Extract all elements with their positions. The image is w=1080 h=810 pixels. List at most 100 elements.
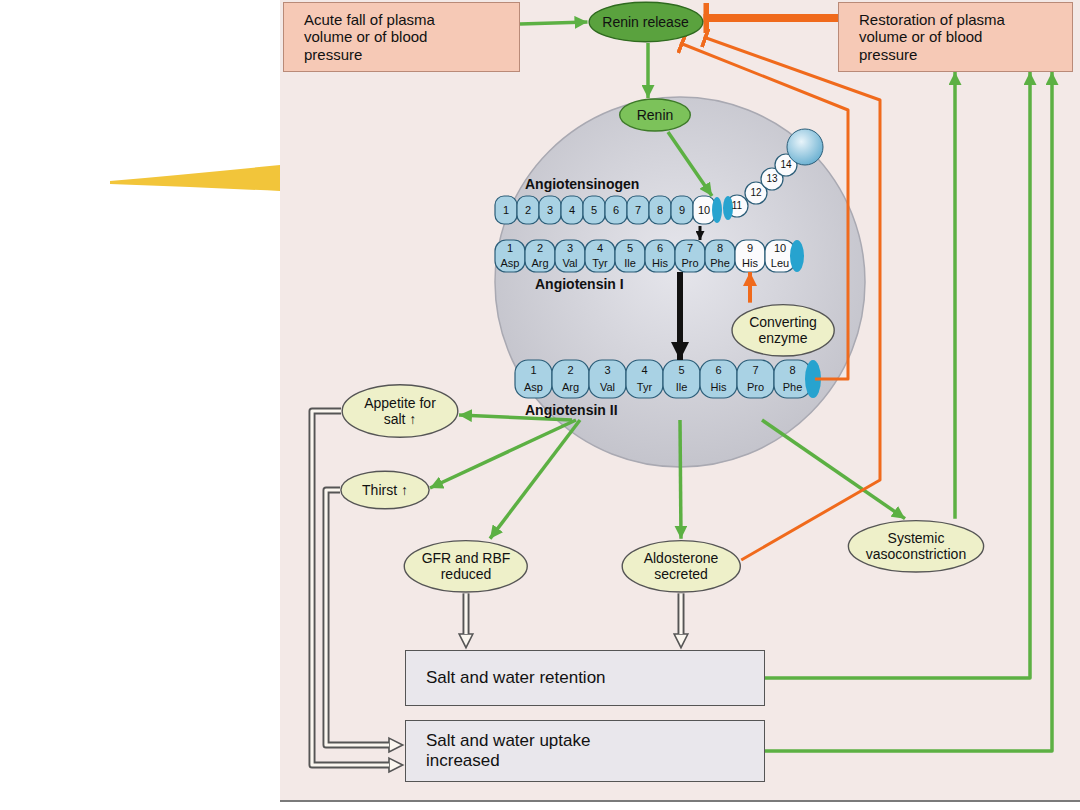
ellipse-shape — [342, 385, 458, 438]
text-holder: Thirst ↑ — [340, 470, 430, 510]
amino-acid-bead — [561, 196, 583, 224]
ellipse-shape — [622, 540, 740, 591]
page-rule — [280, 800, 1080, 802]
molecule-name: Angiotensinogen — [525, 176, 639, 192]
connector — [490, 420, 580, 539]
effect-ellipse: Systemic vasoconstriction — [847, 519, 985, 574]
ellipse-shape — [341, 471, 429, 509]
connector — [463, 593, 470, 634]
residue-number: 1 — [495, 241, 525, 255]
residue-number: 5 — [582, 203, 606, 217]
residue-number: 7 — [626, 203, 650, 217]
connector — [953, 72, 957, 519]
residue-number: 7 — [675, 241, 705, 255]
residue-number: 3 — [555, 241, 585, 255]
text-holder: Renin release — [588, 1, 704, 43]
connector-group — [703, 37, 880, 560]
residue-name: Asp — [495, 256, 525, 270]
node-text: Salt and water retention — [426, 668, 606, 688]
amino-acid-bead — [663, 360, 700, 398]
text-holder: Appetite for salt ↑ — [341, 383, 459, 439]
residue-number: 6 — [645, 241, 675, 255]
residue-number: 13 — [760, 172, 784, 186]
connector — [748, 272, 752, 303]
residue-name: Val — [555, 256, 585, 270]
residue-name: Asp — [515, 380, 552, 394]
connector — [680, 43, 848, 379]
connector-group — [312, 411, 389, 765]
ellipse-shape — [620, 99, 691, 131]
residue-number: 4 — [560, 203, 584, 217]
residue-name: His — [700, 380, 737, 394]
residue-name: Tyr — [626, 380, 663, 394]
node-text: Thirst ↑ — [362, 482, 408, 498]
reaction-sphere — [495, 97, 865, 467]
enzyme-ellipse: Renin — [619, 98, 691, 132]
residue-number: 2 — [516, 203, 540, 217]
peptide-chain: Angiotensin II — [515, 360, 815, 420]
residue-number: 14 — [774, 158, 798, 172]
connector — [668, 132, 712, 196]
highlight-stroke — [110, 165, 280, 191]
residue-name: Val — [589, 380, 626, 394]
effect-ellipse: Thirst ↑ — [340, 470, 430, 510]
text-holder: GFR and RBF reduced — [403, 539, 529, 594]
residue-number: 2 — [525, 241, 555, 255]
ellipse-shape — [732, 304, 834, 355]
amino-acid-bead — [495, 196, 517, 224]
connector-group — [490, 420, 580, 539]
connector-inner — [679, 593, 682, 634]
residue-number: 10 — [765, 241, 795, 255]
node-text: Renin — [637, 107, 674, 123]
amino-acid-bead — [583, 196, 605, 224]
connector-group — [750, 272, 751, 303]
text-holder: Salt and water retention — [406, 651, 764, 705]
connector — [703, 37, 880, 560]
amino-acid-bead — [645, 240, 675, 272]
connector-group — [680, 43, 848, 379]
connector — [762, 420, 905, 519]
residue-name: Phe — [705, 256, 735, 270]
ellipse-shape — [848, 520, 983, 571]
effect-ellipse: GFR and RBF reduced — [403, 539, 529, 594]
residue-number: 5 — [663, 363, 700, 377]
amino-acid-bead — [515, 360, 552, 398]
effect-ellipse: Aldosterone secreted — [621, 539, 742, 594]
residue-number: 11 — [725, 199, 749, 213]
residue-name: Pro — [675, 256, 705, 270]
node-text: GFR and RBF reduced — [416, 550, 516, 582]
connector-group — [648, 43, 649, 98]
connector — [326, 490, 389, 745]
connector — [678, 593, 685, 634]
page-ground — [280, 0, 1080, 800]
node-text: Salt and water uptake increased — [426, 731, 626, 770]
node-text: Aldosterone secreted — [633, 550, 729, 582]
node-text: Converting enzyme — [742, 314, 825, 346]
residue-number: 3 — [538, 203, 562, 217]
amino-acid-bead — [705, 240, 735, 272]
connector — [699, 226, 702, 240]
connector — [765, 72, 1030, 678]
residue-number: 2 — [552, 363, 589, 377]
residue-name: Phe — [774, 380, 811, 394]
residue-number: 1 — [515, 363, 552, 377]
residue-number: 7 — [737, 363, 774, 377]
node-text: Systemic vasoconstriction — [861, 530, 971, 562]
connector-group — [466, 593, 467, 634]
residue-name: Pro — [737, 380, 774, 394]
residue-number: 4 — [626, 363, 663, 377]
residue-number: 3 — [589, 363, 626, 377]
residue-name: His — [735, 256, 765, 270]
residue-number: 6 — [604, 203, 628, 217]
amino-acid-bead — [552, 360, 589, 398]
effect-ellipse: Appetite for salt ↑ — [341, 383, 459, 439]
residue-number: 8 — [774, 363, 811, 377]
amino-acid-bead — [605, 196, 627, 224]
residue-number: 9 — [670, 203, 694, 217]
connector-group — [326, 490, 389, 745]
molecule-name: Angiotensin II — [525, 402, 618, 418]
amino-acid-bead — [495, 240, 525, 272]
outcome-box: Salt and water retention — [405, 650, 765, 706]
node-text: Renin release — [602, 14, 688, 30]
